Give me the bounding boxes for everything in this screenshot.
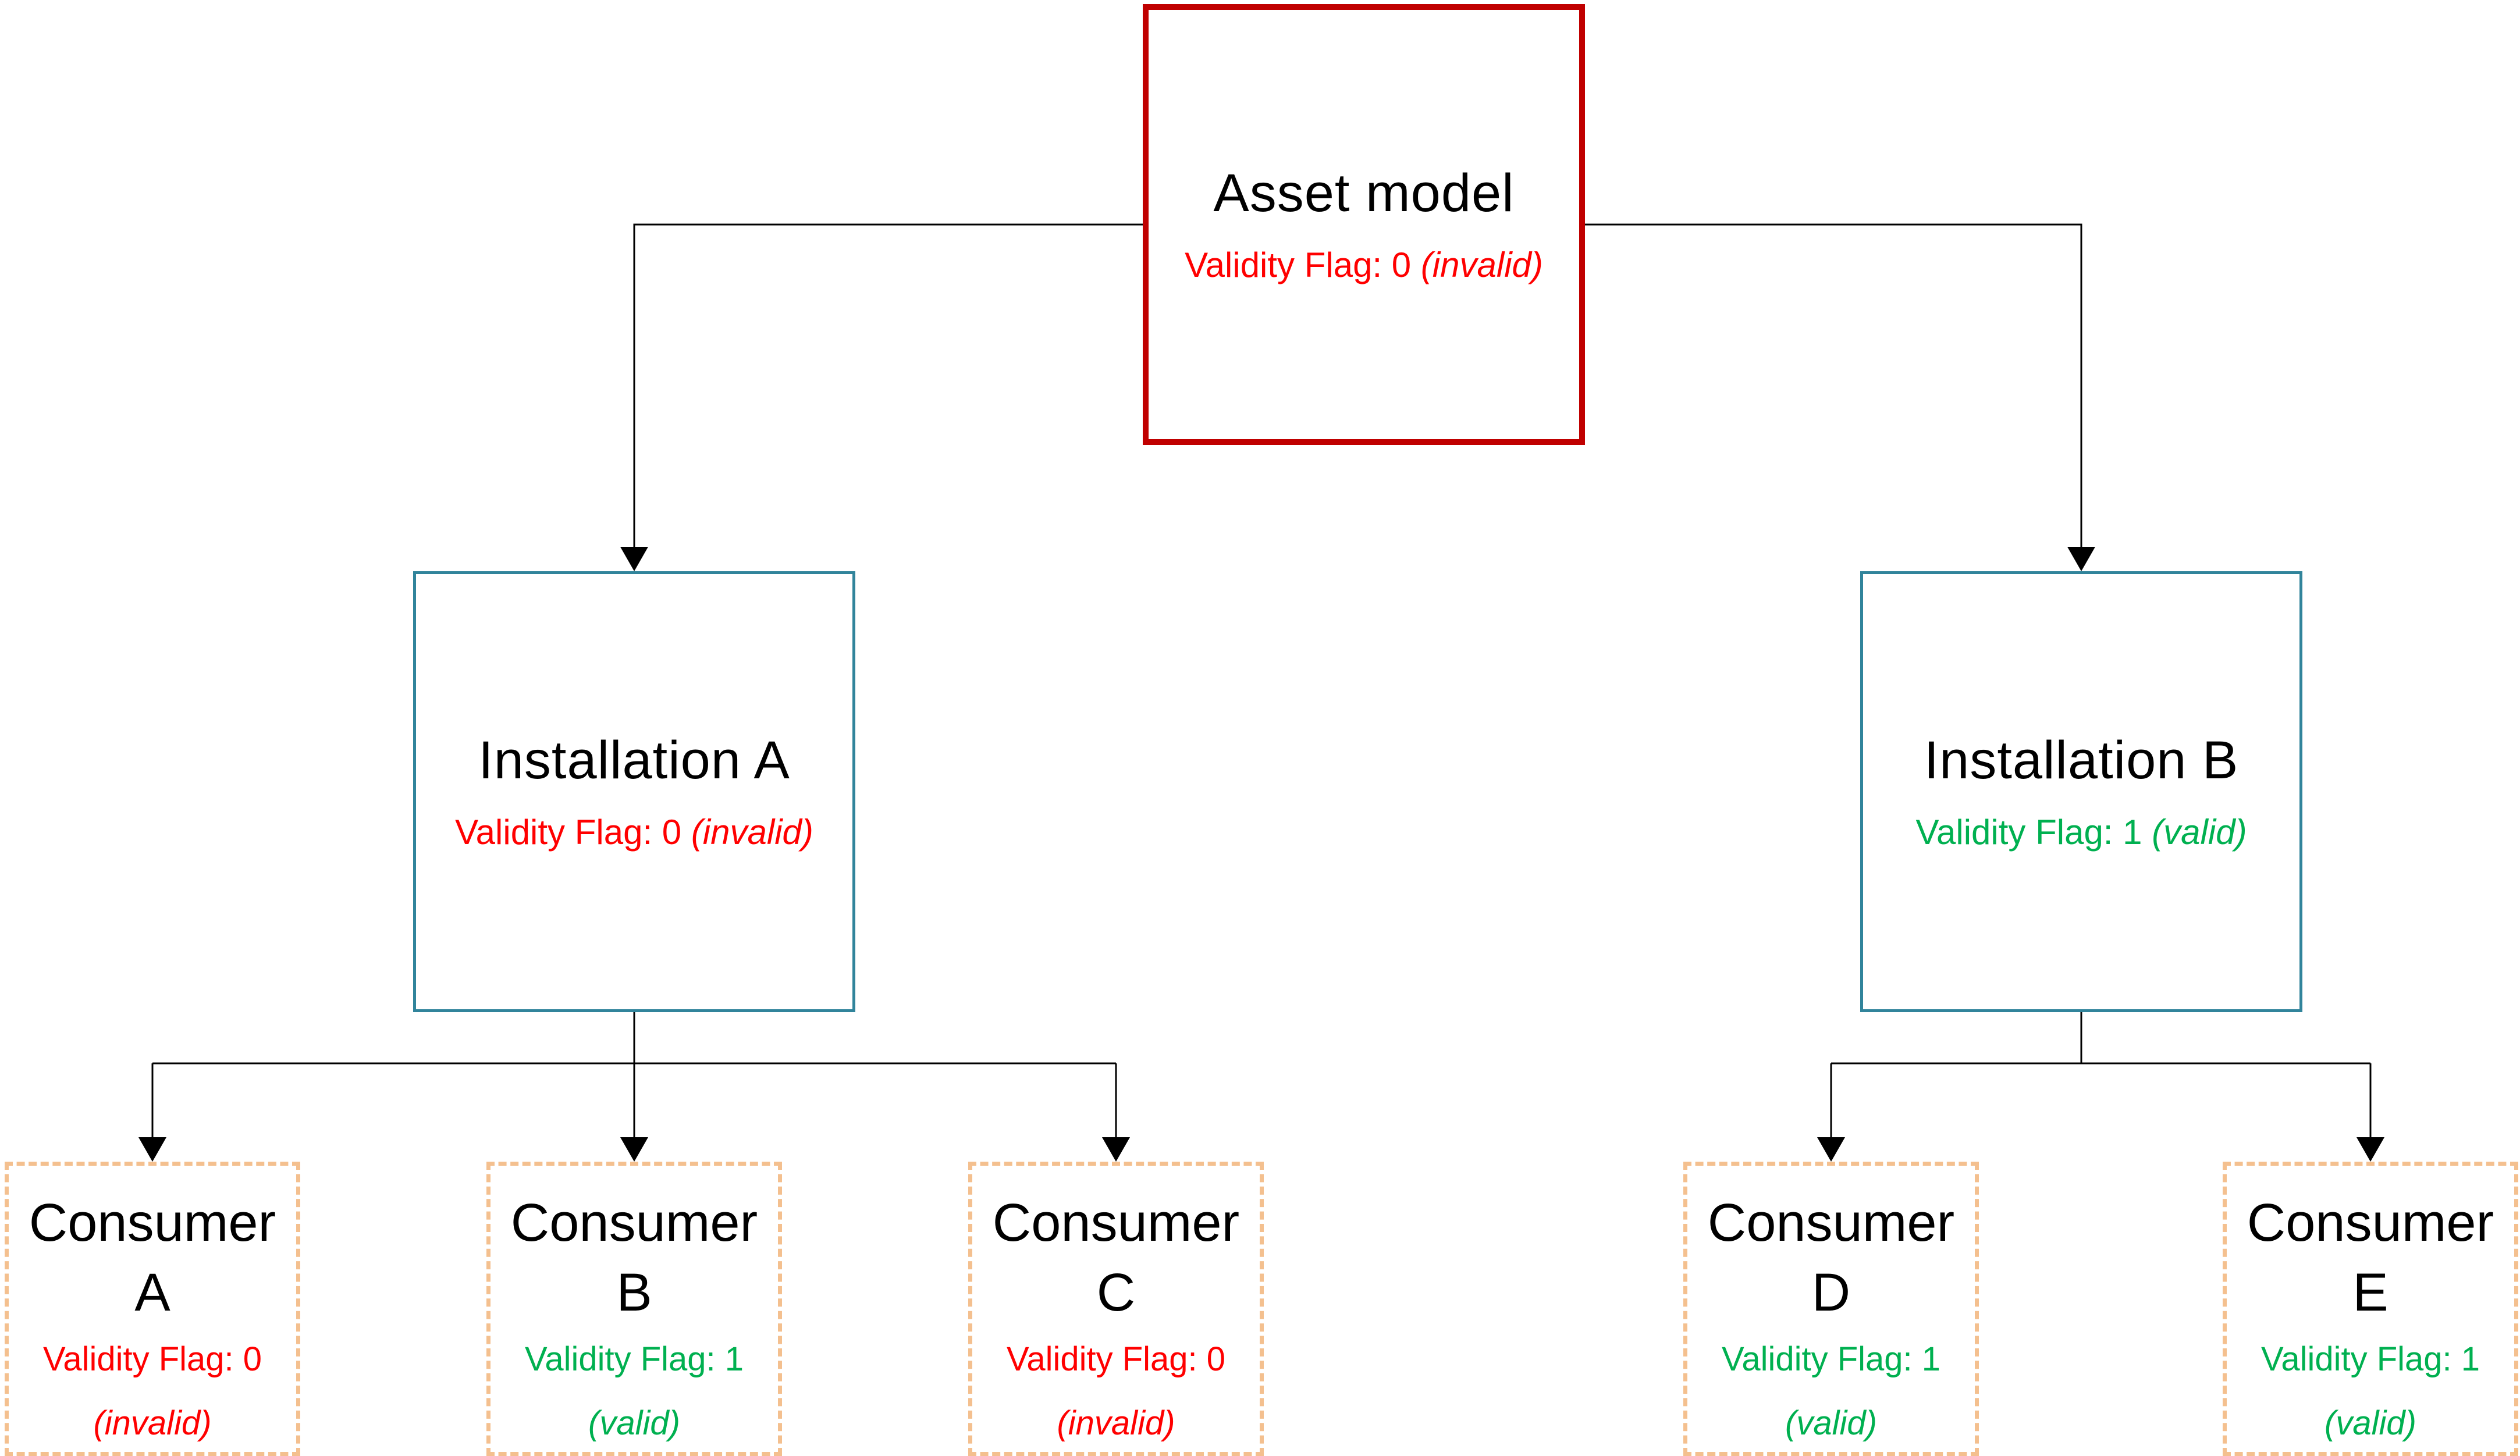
validity-flag-label: Validity Flag: 1 [1915, 812, 2142, 852]
node-title-line2: E [2352, 1263, 2389, 1322]
consumer-a-node[interactable]: Consumer A Validity Flag: 0 (invalid) [5, 1162, 300, 1456]
arrowhead-icon [2356, 1137, 2384, 1162]
node-title-line1: Consumer [510, 1193, 758, 1252]
validity-status: (valid) [2324, 1404, 2416, 1442]
validity-status: (invalid) [691, 812, 813, 852]
arrowhead-icon [1102, 1137, 1130, 1162]
validity-status: (valid) [588, 1404, 680, 1442]
consumer-b-node[interactable]: Consumer B Validity Flag: 1 (valid) [486, 1162, 782, 1456]
installation-a-node[interactable]: Installation A Validity Flag: 0 (invalid… [413, 571, 855, 1012]
node-title-line2: A [134, 1263, 170, 1322]
validity-status: (invalid) [1420, 245, 1543, 284]
validity-flag-label: Validity Flag: 1 [1721, 1340, 1941, 1378]
node-title-line1: Consumer [2247, 1193, 2494, 1252]
node-title: Installation A [478, 731, 790, 791]
validity-flag: Validity Flag: 0 (invalid) [455, 811, 813, 853]
consumer-d-node[interactable]: Consumer D Validity Flag: 1 (valid) [1683, 1162, 1979, 1456]
validity-flag: Validity Flag: 1 (valid) [1915, 811, 2247, 853]
validity-flag: Validity Flag: 0 (invalid) [1185, 244, 1543, 286]
arrowhead-icon [1817, 1137, 1845, 1162]
consumer-c-node[interactable]: Consumer C Validity Flag: 0 (invalid) [968, 1162, 1264, 1456]
node-title-line2: C [1096, 1263, 1136, 1322]
node-title-line1: Consumer [992, 1193, 1240, 1252]
consumer-e-node[interactable]: Consumer E Validity Flag: 1 (valid) [2223, 1162, 2518, 1456]
node-title: Asset model [1213, 163, 1515, 223]
arrowhead-icon [620, 1137, 648, 1162]
validity-flag-label: Validity Flag: 1 [2260, 1340, 2480, 1378]
validity-flag-label: Validity Flag: 0 [455, 812, 682, 852]
connector-root-installation-a [633, 223, 1143, 553]
validity-flag-label: Validity Flag: 1 [524, 1340, 744, 1378]
arrowhead-icon [138, 1137, 166, 1162]
arrowhead-icon [620, 547, 648, 571]
node-title-line1: Consumer [29, 1193, 276, 1252]
asset-model-node[interactable]: Asset model Validity Flag: 0 (invalid) [1143, 4, 1585, 445]
arrowhead-icon [2067, 547, 2095, 571]
validity-status: (invalid) [93, 1404, 212, 1442]
node-title-line2: D [1811, 1263, 1851, 1322]
validity-status: (valid) [2152, 812, 2247, 852]
validity-flag-label: Validity Flag: 0 [42, 1340, 262, 1378]
node-title-line2: B [616, 1263, 652, 1322]
validity-status: (invalid) [1057, 1404, 1175, 1442]
validity-flag-label: Validity Flag: 0 [1006, 1340, 1226, 1378]
connector-root-installation-b [1585, 223, 2082, 553]
validity-status: (valid) [1785, 1404, 1877, 1442]
node-title-line1: Consumer [1707, 1193, 1955, 1252]
installation-b-node[interactable]: Installation B Validity Flag: 1 (valid) [1860, 571, 2302, 1012]
validity-flag-label: Validity Flag: 0 [1185, 245, 1412, 284]
node-title: Installation B [1924, 731, 2239, 791]
